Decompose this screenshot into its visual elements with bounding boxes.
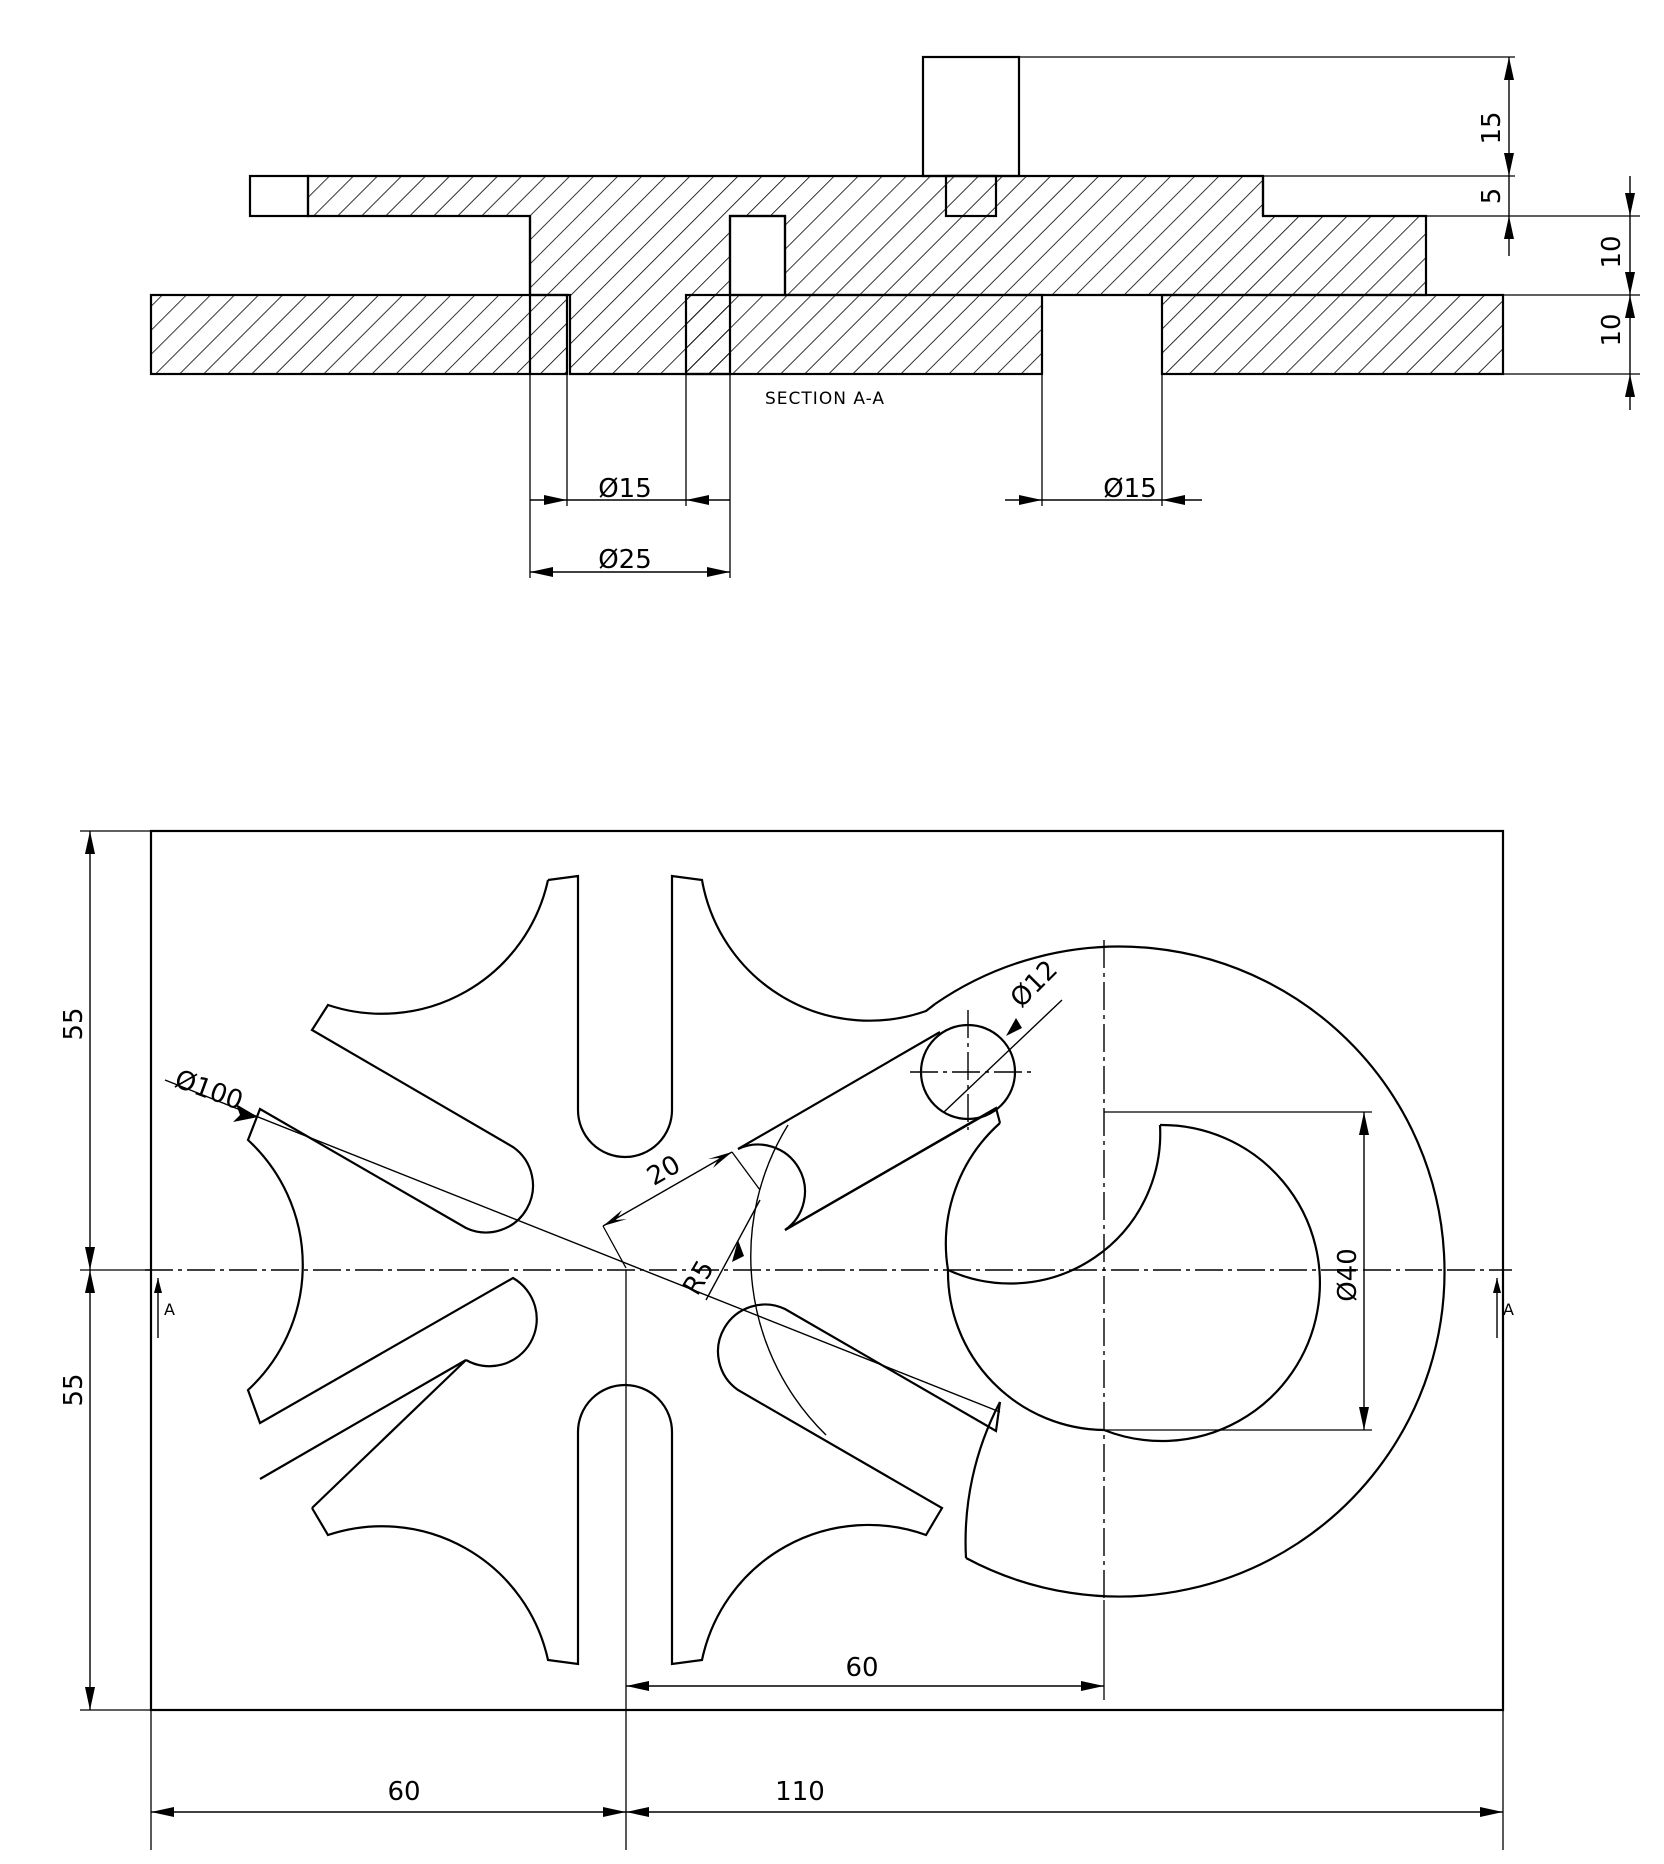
dim-length-left: 60 <box>387 1777 420 1807</box>
plan-view: Ø100 20 R5 Ø12 Ø40 <box>59 829 1514 1850</box>
dim-height-mid: 10 <box>1597 235 1627 268</box>
dim-length-group: 60 110 <box>150 1710 1504 1850</box>
dim-width-group: 55 55 <box>59 830 151 1711</box>
top-plate-lip <box>248 174 310 218</box>
dim-center-offset: 60 <box>845 1653 878 1683</box>
pin-section <box>921 55 1021 178</box>
vertical-dims: 15 5 10 10 <box>1019 56 1640 410</box>
dim-length-right: 110 <box>775 1777 825 1807</box>
section-marker-right: A <box>1493 1278 1514 1338</box>
dim-half-width-bottom: 55 <box>59 1373 89 1406</box>
dim-offset-group: 60 <box>626 1653 1104 1691</box>
dim-bore-group: Ø40 <box>1104 1111 1372 1431</box>
section-title: SECTION A-A <box>765 389 885 409</box>
svg-text:A: A <box>1503 1300 1514 1319</box>
dim-bore: Ø40 <box>1333 1248 1363 1302</box>
dim-slot-width: 20 <box>642 1150 686 1193</box>
dim-hole-right: Ø15 <box>1103 474 1157 504</box>
base-plate-left <box>149 293 569 376</box>
dim-slot-radius: R5 <box>677 1256 720 1301</box>
svg-text:A: A <box>164 1300 175 1319</box>
dim-pin-group: Ø12 <box>943 955 1064 1113</box>
base-plate-right <box>1160 293 1505 376</box>
dim-bolt-circle: Ø100 <box>171 1064 247 1116</box>
star-cutout <box>246 874 1002 1666</box>
angled-slot <box>737 1031 991 1231</box>
dim-half-width-top: 55 <box>59 1007 89 1040</box>
boss-outline <box>750 945 1446 1598</box>
counterbore-section <box>728 214 787 297</box>
dim-height-pin: 15 <box>1477 111 1507 144</box>
section-marker-left: A <box>154 1278 175 1338</box>
dim-counterbore: Ø25 <box>598 545 652 575</box>
hole-dims: Ø15 Ø25 Ø15 <box>529 374 1202 578</box>
dim-hole-left: Ø15 <box>598 474 652 504</box>
dim-height-step: 5 <box>1477 188 1507 205</box>
dim-height-base: 10 <box>1597 313 1627 346</box>
section-view: SECTION A-A 15 5 10 10 <box>149 55 1640 578</box>
base-plate-mid <box>684 293 1044 376</box>
